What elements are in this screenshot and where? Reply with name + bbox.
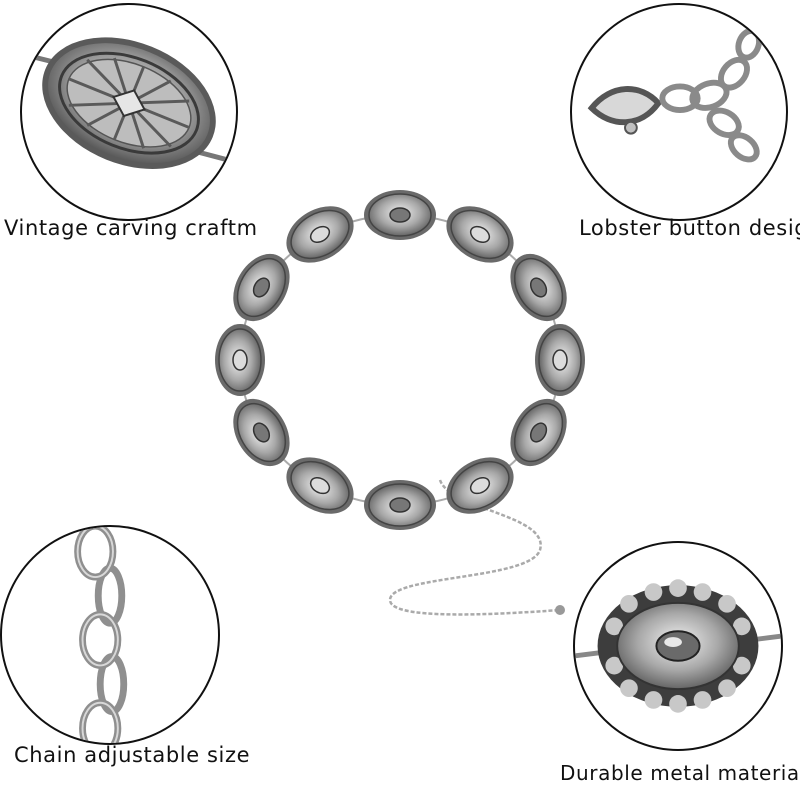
concho [286, 457, 354, 514]
detail-circle-carving [20, 3, 238, 221]
caption-vintage-carving: Vintage carving craftm [4, 216, 258, 240]
concho-belt-illustration [215, 190, 585, 616]
concho [215, 324, 265, 396]
concho [510, 398, 567, 467]
chain-links-illustration [74, 527, 128, 743]
lobster-clasp-illustration [587, 27, 762, 163]
detail-circle-lobster-clasp [570, 3, 788, 221]
caption-lobster-button: Lobster button design [579, 216, 800, 240]
concho [364, 480, 436, 530]
concho [364, 190, 436, 240]
concho [286, 206, 354, 263]
concho [233, 253, 290, 322]
concho [446, 457, 514, 514]
ornate-concho-illustration [575, 579, 781, 713]
concho [510, 253, 567, 322]
concho-carving-illustration [22, 37, 236, 169]
concho [446, 206, 514, 263]
detail-circle-chain [0, 525, 220, 745]
concho [535, 324, 585, 396]
detail-circle-metal-material [573, 541, 783, 751]
concho [233, 398, 290, 467]
caption-durable-metal: Durable metal material [560, 761, 800, 785]
caption-chain-adjustable: Chain adjustable size [14, 743, 251, 767]
